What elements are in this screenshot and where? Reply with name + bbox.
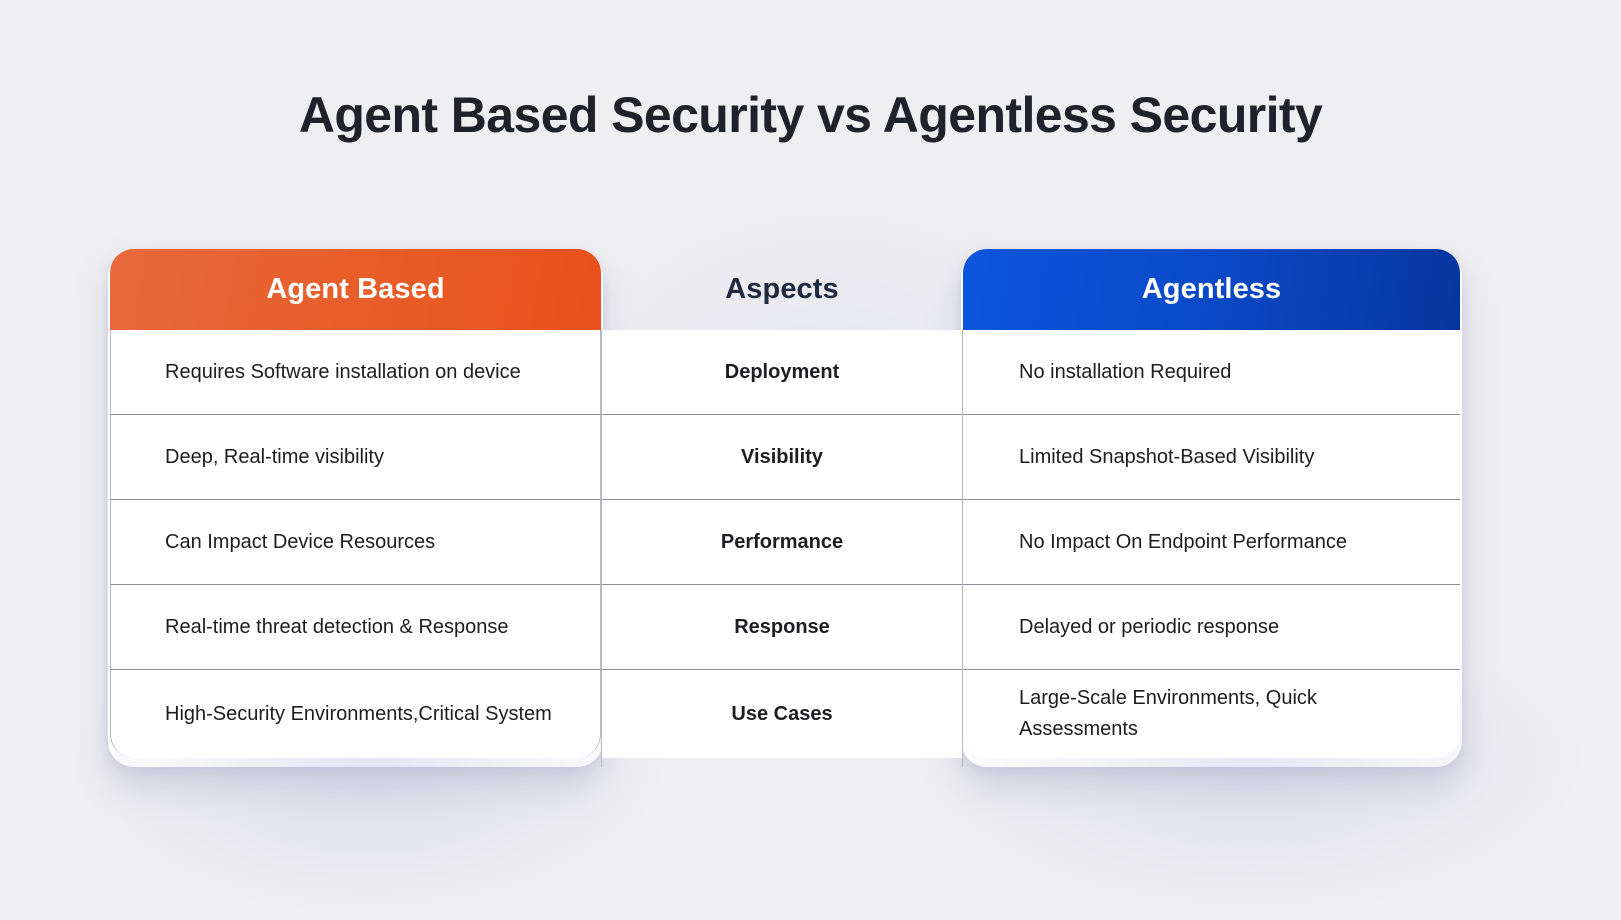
header-agentless: Agentless	[963, 249, 1460, 330]
table-row: High-Security Environments,Critical Syst…	[110, 670, 1460, 758]
table-header-row: Agent Based Aspects Agentless	[110, 249, 1460, 330]
table-row: Can Impact Device Resources Performance …	[110, 500, 1460, 585]
table-row: Requires Software installation on device…	[110, 330, 1460, 415]
cell-agent-based-response: Real-time threat detection & Response	[110, 585, 601, 670]
table-row: Real-time threat detection & Response Re…	[110, 585, 1460, 670]
cell-aspect-use-cases: Use Cases	[601, 670, 963, 758]
cell-agent-based-use-cases: High-Security Environments,Critical Syst…	[110, 670, 601, 758]
table-row: Deep, Real-time visibility Visibility Li…	[110, 415, 1460, 500]
cell-agentless-use-cases: Large-Scale Environments, Quick Assessme…	[963, 670, 1460, 758]
page-title: Agent Based Security vs Agentless Securi…	[298, 87, 1323, 143]
header-aspects: Aspects	[725, 273, 839, 305]
cell-aspect-performance: Performance	[601, 500, 963, 585]
cell-agentless-deployment: No installation Required	[963, 330, 1460, 415]
cell-agentless-visibility: Limited Snapshot-Based Visibility	[963, 415, 1460, 500]
cell-aspect-response: Response	[601, 585, 963, 670]
cell-agent-based-deployment: Requires Software installation on device	[110, 330, 601, 415]
cell-aspect-visibility: Visibility	[601, 415, 963, 500]
cell-agentless-response: Delayed or periodic response	[963, 585, 1460, 670]
header-agent-based: Agent Based	[110, 249, 601, 330]
cell-agentless-performance: No Impact On Endpoint Performance	[963, 500, 1460, 585]
cell-aspect-deployment: Deployment	[601, 330, 963, 415]
comparison-table: Agent Based Aspects Agentless Requires S…	[108, 249, 1462, 767]
cell-agent-based-performance: Can Impact Device Resources	[110, 500, 601, 585]
cell-agent-based-visibility: Deep, Real-time visibility	[110, 415, 601, 500]
